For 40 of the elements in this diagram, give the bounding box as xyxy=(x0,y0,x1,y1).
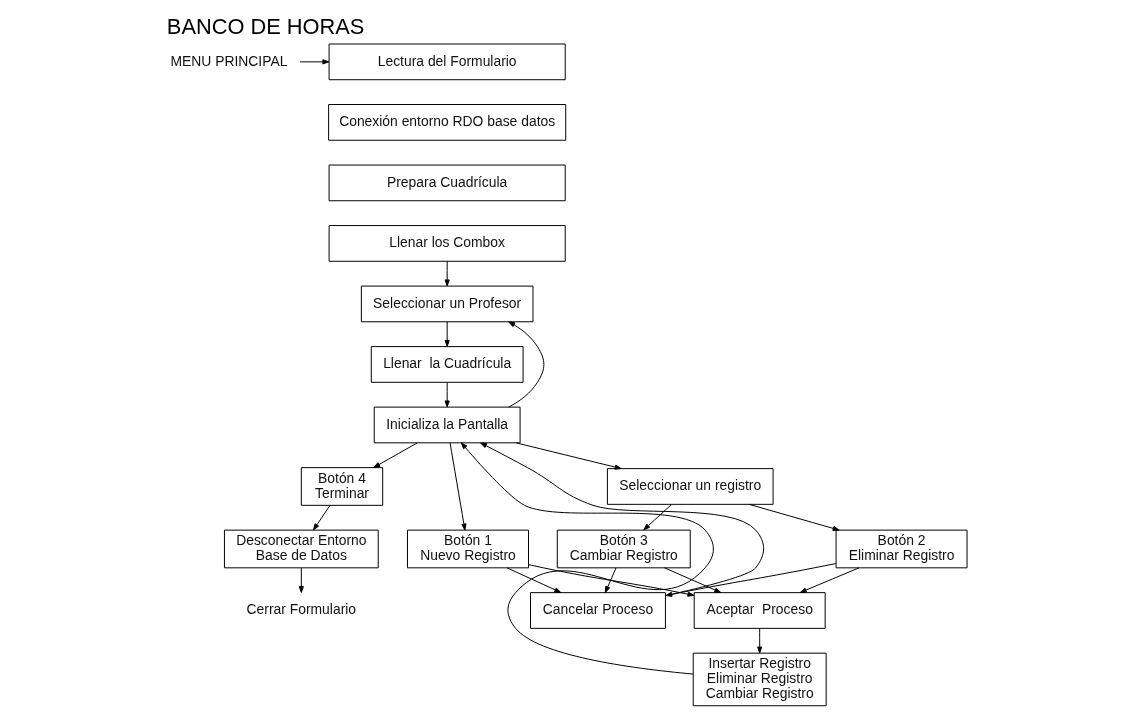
arrow xyxy=(507,321,544,408)
arrow xyxy=(527,564,694,597)
diagram-title: BANCO DE HORAS xyxy=(166,13,364,39)
node-box: Inicializa la Pantalla xyxy=(373,406,521,444)
node-box: Desconectar Entorno Base de Datos xyxy=(223,529,379,569)
arrow xyxy=(664,563,836,597)
arrow xyxy=(444,381,450,408)
arrow xyxy=(372,442,418,468)
arrow xyxy=(506,567,561,593)
arrow xyxy=(642,504,672,531)
arrow xyxy=(312,505,330,531)
arrow xyxy=(449,442,466,531)
arrow xyxy=(444,321,450,347)
arrow xyxy=(299,59,329,65)
node-box: Prepara Cuadrícula xyxy=(328,164,566,202)
node-box: Aceptar Proceso xyxy=(693,592,826,629)
node-box: Botón 1 Nuevo Registro xyxy=(406,529,529,569)
node-box: Llenar la Cuadrícula xyxy=(370,346,524,383)
arrow xyxy=(298,567,304,593)
node-box: Lectura del Formulario xyxy=(328,43,566,81)
node-box: Llenar los Combox xyxy=(328,225,566,262)
node-text: MENU PRINCIPAL xyxy=(169,52,287,69)
node-text: Cerrar Formulario xyxy=(246,601,356,618)
node-box: Insertar Registro Eliminar Registro Cambiar Registro xyxy=(692,652,827,707)
arrow xyxy=(604,567,616,593)
arrow xyxy=(479,442,764,597)
arrow xyxy=(460,442,714,675)
node-box: Botón 3 Cambiar Registro xyxy=(556,529,691,569)
arrow xyxy=(663,567,721,593)
arrow xyxy=(515,442,622,470)
arrow xyxy=(444,260,450,287)
node-box: Conexión entorno RDO base datos xyxy=(327,104,566,141)
arrow xyxy=(748,503,840,531)
node-box: Seleccionar un Profesor xyxy=(360,285,533,323)
node-box: Seleccionar un registro xyxy=(606,468,774,505)
arrow xyxy=(756,627,762,654)
node-box: Cancelar Proceso xyxy=(529,592,666,629)
node-box: Botón 2 Eliminar Registro xyxy=(835,529,968,569)
arrow xyxy=(799,567,859,593)
node-box: Botón 4 Terminar xyxy=(300,467,383,506)
